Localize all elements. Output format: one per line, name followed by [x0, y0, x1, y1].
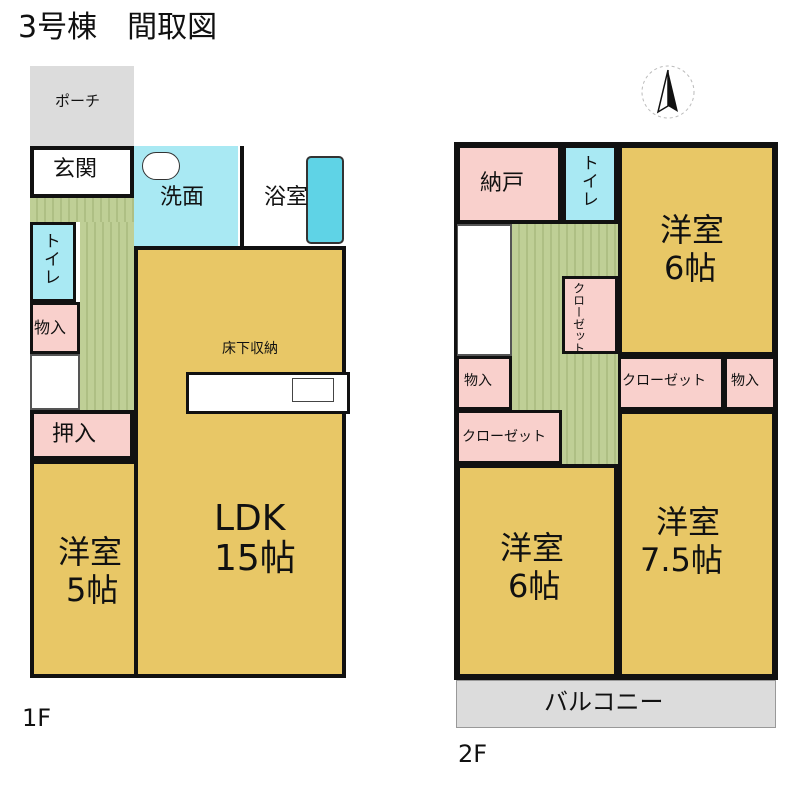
western-room-sw-size: 6帖 — [508, 567, 561, 605]
closet-left-2f — [456, 410, 562, 464]
hallway-top — [30, 198, 134, 222]
underfloor-storage-label: 床下収納 — [222, 341, 278, 357]
closet-1f — [30, 410, 134, 460]
closet-left-2f-label: クローゼット — [462, 429, 546, 445]
western-room-se-size: 7.5帖 — [640, 541, 723, 579]
plan-title: 3号棟 間取図 — [18, 10, 218, 45]
western-room-se-name: 洋室 — [656, 503, 721, 541]
closet-1f-label: 押入 — [52, 422, 97, 447]
ldk-size: 15帖 — [214, 538, 296, 579]
western-room-ne-name: 洋室 — [660, 211, 725, 249]
sink-icon — [142, 152, 180, 180]
kitchen-counter — [186, 372, 350, 414]
storage-left-2f-label: 物入 — [464, 373, 492, 389]
toilet-1f — [30, 222, 76, 302]
storage-1f-label: 物入 — [34, 318, 67, 337]
closet-right-2f — [618, 356, 724, 410]
balcony — [456, 680, 776, 728]
storeroom-2f-label: 納戸 — [480, 171, 525, 196]
ldk — [134, 246, 346, 678]
porch — [30, 66, 134, 146]
toilet-1f-label: トイレ — [39, 232, 60, 286]
entrance — [30, 146, 134, 198]
stove-icon — [292, 378, 334, 402]
porch-label: ポーチ — [55, 92, 101, 110]
closet-right-2f-label: クローゼット — [622, 373, 706, 389]
washroom-label: 洗面 — [160, 185, 205, 210]
stairs-1f — [30, 354, 80, 410]
storeroom-2f — [456, 144, 562, 224]
bathtub-icon — [306, 156, 344, 244]
ldk-name: LDK — [214, 498, 286, 539]
closet-small-2f-label: クローゼット — [571, 282, 586, 354]
first-floor-label: 1F — [22, 704, 52, 732]
western-room-1f-name: 洋室 — [58, 533, 123, 571]
bathroom-label: 浴室 — [264, 185, 309, 210]
western-room-ne — [618, 144, 776, 356]
second-floor-label: 2F — [458, 740, 488, 768]
entrance-label: 玄関 — [53, 157, 98, 182]
toilet-2f-label: トイレ — [577, 154, 598, 208]
western-room-sw — [456, 464, 618, 678]
storage-right-2f — [724, 356, 776, 410]
closet-small-2f — [562, 276, 618, 354]
western-room-se — [618, 410, 776, 678]
western-room-ne-size: 6帖 — [664, 249, 717, 287]
outer-wall-2f — [454, 142, 778, 680]
balcony-label: バルコニー — [544, 688, 664, 716]
storage-right-2f-label: 物入 — [731, 373, 759, 389]
storage-1f — [30, 302, 80, 354]
north-arrow-icon — [641, 65, 695, 119]
western-room-sw-name: 洋室 — [500, 529, 565, 567]
western-room-1f-size: 5帖 — [66, 571, 119, 609]
stairs-2f — [456, 224, 512, 356]
toilet-2f — [562, 144, 618, 224]
hallway — [80, 198, 134, 410]
storage-left-2f — [456, 356, 512, 410]
